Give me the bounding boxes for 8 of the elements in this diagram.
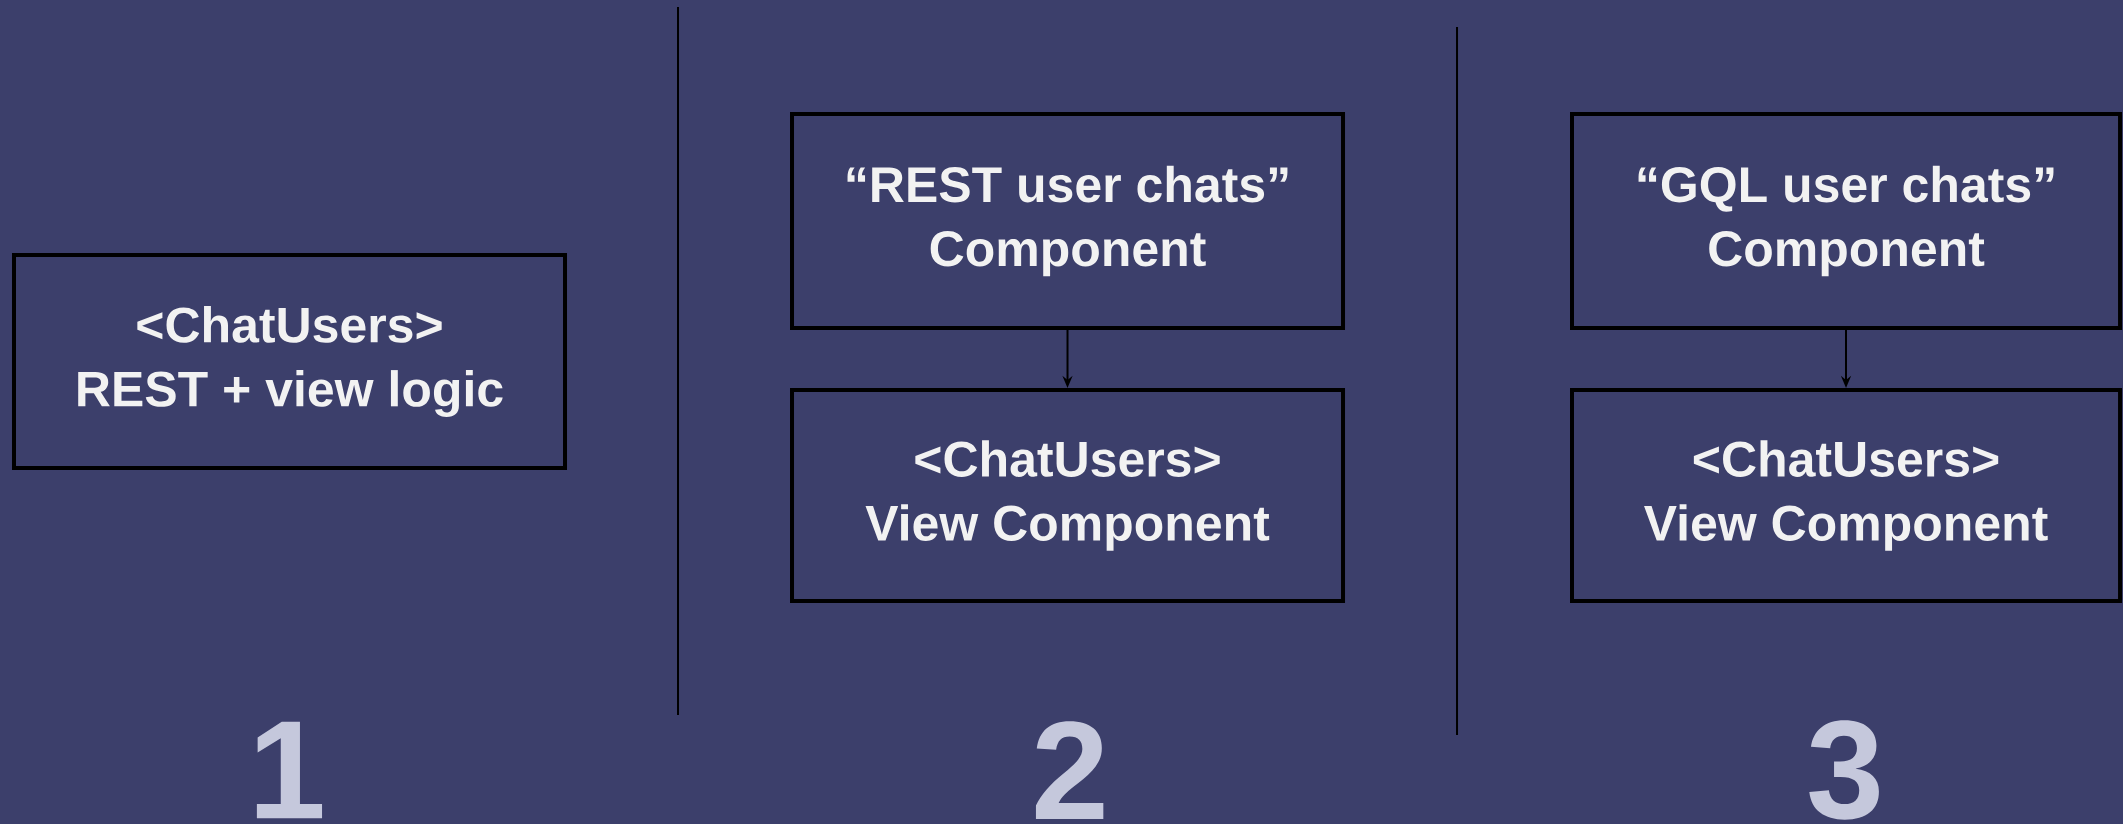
step-number: 2 xyxy=(1035,721,1104,819)
component-box: “REST user chats” Component xyxy=(790,112,1345,330)
component-box: <ChatUsers> View Component xyxy=(790,388,1345,603)
component-box: <ChatUsers> View Component xyxy=(1570,388,2123,603)
step-number: 3 xyxy=(1809,720,1879,820)
component-box: <ChatUsers> REST + view logic xyxy=(12,253,567,470)
step-number: 1 xyxy=(256,721,323,819)
component-box: “GQL user chats” Component xyxy=(1570,112,2123,330)
